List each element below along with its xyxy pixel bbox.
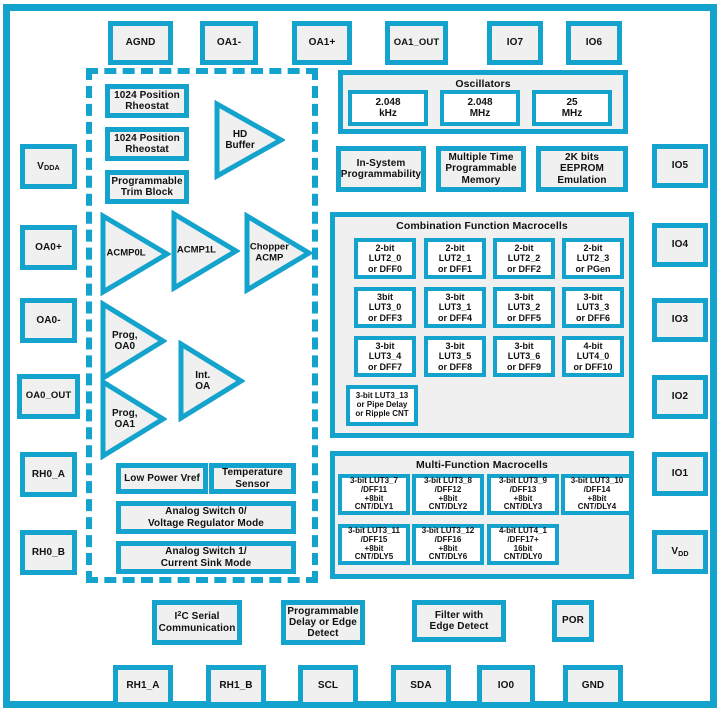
mfmacrocell-lut3-11[interactable]: 3-bit LUT3_11 /DFF15 +8bit CNT/DLY5 [338,524,410,565]
mfmacrocell-lut3-8[interactable]: 3-bit LUT3_8 /DFF12 +8bit CNT/DLY2 [412,474,484,515]
amp-hd-buffer[interactable]: HD Buffer [213,100,285,180]
triangle-shape-acmp1l [171,210,240,292]
macrocell-lut3-13[interactable]: 3-bit LUT3_13 or Pipe Delay or Ripple CN… [346,385,418,426]
pin-rh0-b[interactable]: RH0_B [20,530,77,575]
triangle-shape-prog-oa0 [100,300,167,382]
group-multi-function-macrocells-title: Multi-Function Macrocells [415,459,548,471]
block-programmable-delay-edge-detect[interactable]: Programmable Delay or Edge Detect [281,600,365,645]
amp-prog-oa1[interactable]: Prog, OA1 [99,378,167,460]
block-analog-switch-0[interactable]: Analog Switch 0/ Voltage Regulator Mode [116,501,296,534]
pin-oa1-minus[interactable]: OA1- [200,21,258,65]
macrocell-lut2-0[interactable]: 2-bit LUT2_0 or DFF0 [354,238,416,279]
pin-oa0-plus[interactable]: OA0+ [20,225,77,270]
block-low-power-vref[interactable]: Low Power Vref [116,463,208,494]
block-temperature-sensor[interactable]: Temperature Sensor [209,463,296,494]
triangle-shape-chopper-acmp [244,212,313,294]
block-por[interactable]: POR [552,600,594,642]
triangle-shape-acmp0l [100,212,171,296]
mfmacrocell-lut4-1[interactable]: 4-bit LUT4_1 /DFF17+ 16bit CNT/DLY0 [487,524,559,565]
block-mtp-memory[interactable]: Multiple Time Programmable Memory [436,146,526,192]
block-rheostat-2[interactable]: 1024 Position Rheostat [105,127,189,161]
block-i2c-label-superscript: 2 [177,609,182,619]
pin-io0[interactable]: IO0 [477,665,535,707]
pin-io1[interactable]: IO1 [652,452,708,496]
macrocell-lut3-1[interactable]: 3-bit LUT3_1 or DFF4 [424,287,486,328]
pin-scl[interactable]: SCL [298,665,358,707]
macrocell-lut3-5[interactable]: 3-bit LUT3_5 or DFF8 [424,336,486,377]
amp-chopper-acmp[interactable]: Chopper ACMP [243,212,313,294]
macrocell-lut3-2[interactable]: 3-bit LUT3_2 or DFF5 [493,287,555,328]
block-i2c-serial-communication[interactable]: I2C Serial Communication [152,600,242,645]
pin-vdd-label: V [671,546,679,558]
block-filter-with-edge-detect[interactable]: Filter with Edge Detect [412,600,506,642]
pin-vdda-label: V [37,160,44,172]
pin-io7[interactable]: IO7 [487,21,543,65]
triangle-shape-int-oa [178,340,245,422]
group-combination-macrocells-title: Combination Function Macrocells [396,220,568,232]
pin-sda[interactable]: SDA [391,665,451,707]
amp-acmp0l[interactable]: ACMP0L [99,212,171,296]
pin-io4[interactable]: IO4 [652,223,708,267]
macrocell-lut3-6[interactable]: 3-bit LUT3_6 or DFF9 [493,336,555,377]
block-in-system-programmability[interactable]: In-System Programmability [336,146,426,192]
pin-rh1-a[interactable]: RH1_A [113,665,173,707]
mfmacrocell-lut3-9[interactable]: 3-bit LUT3_9 /DFF13 +8bit CNT/DLY3 [487,474,559,515]
pin-oa0-minus[interactable]: OA0- [20,298,77,343]
macrocell-lut3-3[interactable]: 3-bit LUT3_3 or DFF6 [562,287,624,328]
block-i2c-label-pre: I [174,611,178,623]
macrocell-lut2-2[interactable]: 2-bit LUT2_2 or DFF2 [493,238,555,279]
pin-rh0-a[interactable]: RH0_A [20,452,77,497]
block-analog-switch-1[interactable]: Analog Switch 1/ Current Sink Mode [116,541,296,574]
triangle-shape-hd-buffer [214,100,285,180]
pin-agnd[interactable]: AGND [108,21,173,65]
triangle-shape-prog-oa1 [100,378,167,460]
macrocell-lut3-0[interactable]: 3bit LUT3_0 or DFF3 [354,287,416,328]
block-eeprom-emulation[interactable]: 2K bits EEPROM Emulation [536,146,628,192]
pin-gnd[interactable]: GND [563,665,623,707]
pin-io5[interactable]: IO5 [652,144,708,188]
pin-io2[interactable]: IO2 [652,375,708,419]
chip-outline-frame [3,4,717,708]
block-rheostat-1[interactable]: 1024 Position Rheostat [105,84,189,118]
macrocell-lut2-1[interactable]: 2-bit LUT2_1 or DFF1 [424,238,486,279]
pin-vdda-subscript: DDA [43,163,60,173]
oscillator-2048-mhz[interactable]: 2.048 MHz [440,90,520,126]
macrocell-lut3-4[interactable]: 3-bit LUT3_4 or DFF7 [354,336,416,377]
macrocell-lut2-3[interactable]: 2-bit LUT2_3 or PGen [562,238,624,279]
macrocell-lut4-0[interactable]: 4-bit LUT4_0 or DFF10 [562,336,624,377]
block-i2c-label-post: C Serial Communication [158,611,236,634]
pin-vdd-subscript: DD [678,548,689,558]
block-i2c-label: I2C Serial Communication [158,609,236,634]
pin-io6[interactable]: IO6 [566,21,622,65]
pin-io3[interactable]: IO3 [652,298,708,342]
oscillator-25-mhz[interactable]: 25 MHz [532,90,612,126]
mfmacrocell-lut3-10[interactable]: 3-bit LUT3_10 /DFF14 +8bit CNT/DLY4 [561,474,633,515]
block-programmable-trim[interactable]: Programmable Trim Block [105,170,189,204]
pin-rh1-b[interactable]: RH1_B [206,665,266,707]
pin-oa1-plus[interactable]: OA1+ [292,21,352,65]
mfmacrocell-lut3-7[interactable]: 3-bit LUT3_7 /DFF11 +8bit CNT/DLY1 [338,474,410,515]
group-oscillators-title: Oscillators [455,78,511,90]
pin-oa1-out[interactable]: OA1_OUT [385,21,448,65]
analog-domain-dashed-boundary [86,68,318,583]
mfmacrocell-lut3-12[interactable]: 3-bit LUT3_12 /DFF16 +8bit CNT/DLY6 [412,524,484,565]
amp-int-oa[interactable]: Int. OA [177,340,245,422]
amp-prog-oa0[interactable]: Prog, OA0 [99,300,167,382]
pin-oa0-out[interactable]: OA0_OUT [17,374,80,419]
oscillator-2048-khz[interactable]: 2.048 kHz [348,90,428,126]
amp-acmp1l[interactable]: ACMP1L [170,210,240,292]
